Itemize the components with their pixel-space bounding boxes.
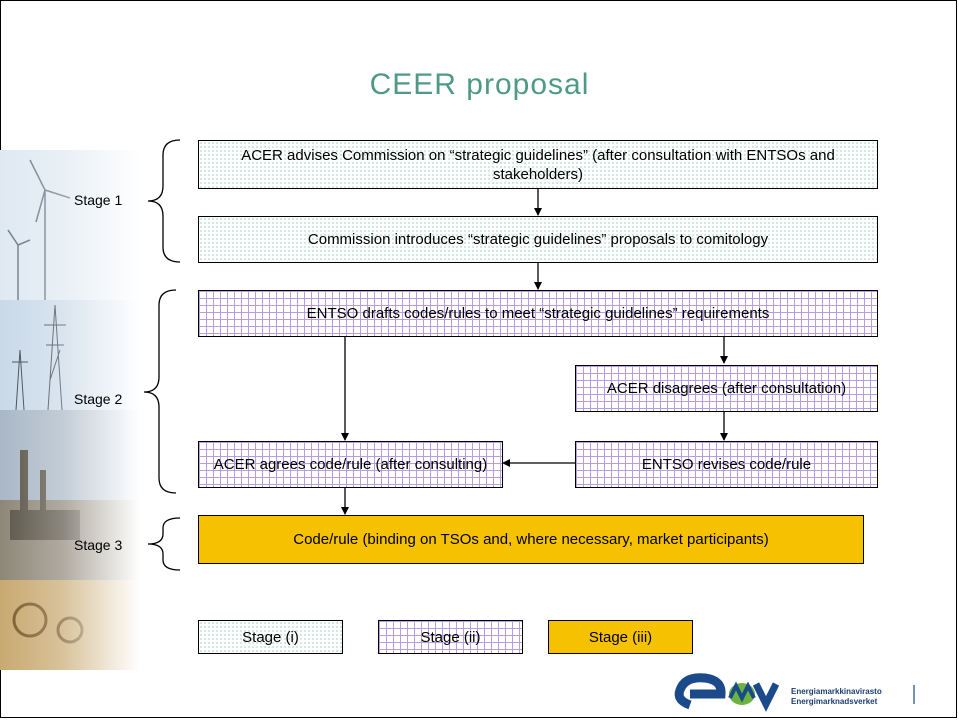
energy-photo-strip	[0, 150, 140, 670]
logo-text-sv: Energimarknadsverket	[791, 697, 878, 706]
brace-stage3	[147, 517, 181, 571]
box-code-rule: Code/rule (binding on TSOs and, where ne…	[198, 515, 864, 564]
box-entso-revises: ENTSO revises code/rule	[575, 441, 878, 488]
stage1-label: Stage 1	[74, 192, 123, 208]
box-acer-agrees: ACER agrees code/rule (after consulting)	[198, 441, 503, 488]
box-acer-advises: ACER advises Commission on “strategic gu…	[198, 140, 878, 189]
box-acer-disagrees: ACER disagrees (after consultation)	[575, 365, 878, 412]
brace-stage1	[147, 139, 181, 263]
legend-stage-iii: Stage (iii)	[548, 620, 693, 654]
legend-stage-ii: Stage (ii)	[378, 620, 523, 654]
slide-title: CEER proposal	[369, 68, 590, 101]
box-entso-drafts: ENTSO drafts codes/rules to meet “strate…	[198, 290, 878, 337]
legend-stage-i: Stage (i)	[198, 620, 343, 654]
stage2-label: Stage 2	[74, 391, 123, 407]
logo-text-fi: Energiamarkkinavirasto	[791, 687, 882, 696]
brace-stage2	[143, 289, 177, 494]
box-commission-introduces: Commission introduces “strategic guideli…	[198, 216, 878, 263]
stage3-label: Stage 3	[74, 537, 123, 553]
